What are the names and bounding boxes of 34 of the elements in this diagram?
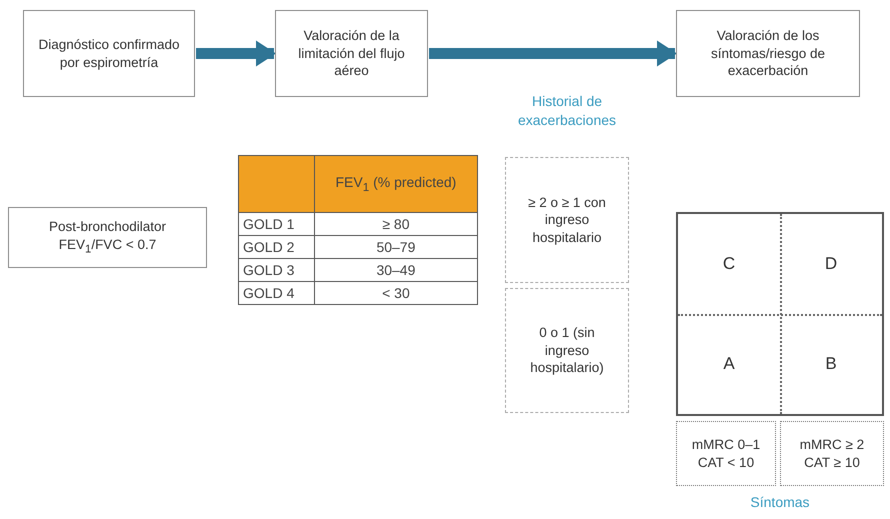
- table-cell: GOLD 2: [238, 236, 314, 258]
- table-cell: ≥ 80: [314, 212, 478, 236]
- arrow: [429, 40, 677, 66]
- node-text: A: [723, 352, 735, 375]
- text-box: [23, 10, 195, 97]
- text-box: [505, 157, 629, 283]
- node-text: Valoración de los síntomas/riesgo de exacerbación: [710, 27, 826, 80]
- text-box: [275, 10, 428, 97]
- table-cell: 30–49: [314, 258, 478, 282]
- node-text: Post-bronchodilator FEV$_{1}$/FVC < 0.7: [48, 218, 168, 257]
- node-text: 0 o 1 (sin ingreso hospitalario): [529, 324, 605, 377]
- node-text: mMRC 0–1 CAT < 10: [690, 436, 762, 472]
- node-text: Diagnóstico confirmado por espirometría: [37, 36, 181, 72]
- table-cell: GOLD 4: [238, 282, 314, 304]
- text-box: [505, 288, 629, 413]
- node-text: C: [722, 252, 736, 275]
- text-box: [8, 207, 207, 268]
- axis-label: Historial de exacerbaciones: [516, 92, 618, 130]
- table-cell: < 30: [314, 282, 478, 304]
- axis-label: Síntomas: [749, 493, 811, 512]
- node-text: ≥ 2 o ≥ 1 con ingreso hospitalario: [527, 194, 607, 246]
- text-box: [676, 10, 860, 97]
- node-text: mMRC ≥ 2 CAT ≥ 10: [798, 436, 866, 472]
- table-cell: GOLD 3: [238, 258, 314, 282]
- arrow: [196, 40, 276, 66]
- node-text: D: [824, 252, 838, 275]
- quadrant-grid: [676, 212, 884, 416]
- table-cell: GOLD 1: [238, 212, 314, 236]
- table-header: FEV$_{1}$ (% predicted): [314, 156, 478, 212]
- text-box: [780, 421, 884, 486]
- text-box: [676, 421, 776, 486]
- node-text: B: [825, 352, 837, 375]
- node-text: Valoración de la limitación del flujo aéreo: [297, 27, 406, 80]
- table-cell: 50–79: [314, 236, 478, 258]
